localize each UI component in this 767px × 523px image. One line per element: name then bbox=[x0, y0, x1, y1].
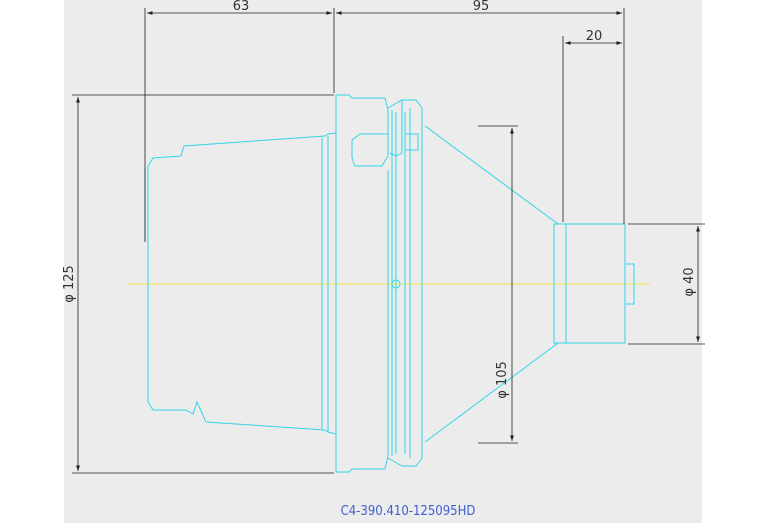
nose-profile bbox=[553, 223, 626, 344]
part-outline bbox=[144, 94, 635, 473]
flange-profile bbox=[335, 94, 389, 473]
dim-nose-length-text: 20 bbox=[586, 29, 603, 44]
dim-shank-length-text: 63 bbox=[233, 0, 250, 14]
part-number-caption: C4-390.410-125095HD bbox=[341, 504, 476, 519]
dimension-lines bbox=[72, 8, 705, 474]
dim-cone-diameter-text: φ 105 bbox=[495, 361, 510, 399]
dim-nose-diameter-text: φ 40 bbox=[682, 267, 697, 296]
shank-profile bbox=[147, 132, 337, 435]
paper-background bbox=[64, 0, 702, 523]
pilot-stub bbox=[624, 263, 635, 305]
coolant-hole bbox=[391, 279, 401, 289]
dim-body-length-text: 95 bbox=[473, 0, 490, 14]
cone-profile bbox=[424, 125, 559, 443]
v-groove bbox=[387, 99, 423, 467]
flange-notch bbox=[406, 133, 419, 151]
dim-flange-diameter-text: φ 125 bbox=[62, 265, 77, 303]
